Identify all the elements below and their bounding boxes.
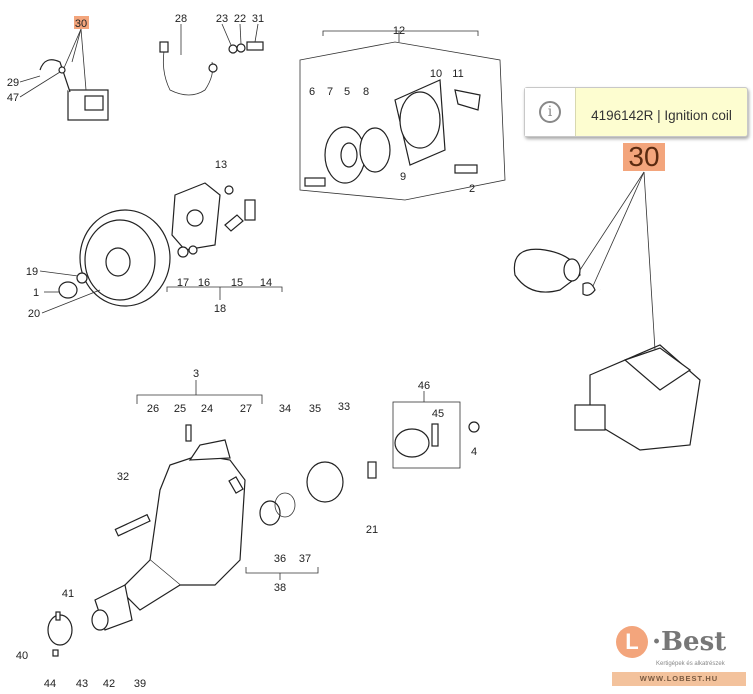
part-30-highlight [74, 16, 89, 29]
part-tooltip: i 4196142R | Ignition coil [524, 87, 748, 137]
label-44[interactable]: 44 [44, 678, 56, 690]
label-34[interactable]: 34 [279, 403, 291, 415]
label-14[interactable]: 14 [260, 277, 272, 289]
label-7[interactable]: 7 [327, 86, 333, 98]
part-labels: 30 29 47 28 23 22 31 12 11 10 6 7 5 8 9 … [7, 13, 477, 690]
label-28[interactable]: 28 [175, 13, 187, 25]
label-6[interactable]: 6 [309, 86, 315, 98]
clutch-group-box [392, 401, 461, 469]
label-31[interactable]: 31 [252, 13, 264, 25]
flywheel[interactable] [58, 209, 171, 307]
label-37[interactable]: 37 [299, 553, 311, 565]
label-43[interactable]: 43 [76, 678, 88, 690]
label-19[interactable]: 19 [26, 266, 38, 278]
logo-url[interactable]: WWW.LOBEST.HU [612, 672, 746, 686]
label-20[interactable]: 20 [28, 308, 40, 320]
crankcase[interactable] [114, 421, 480, 611]
selected-part-number: 30 [623, 143, 665, 171]
label-35[interactable]: 35 [309, 403, 321, 415]
logo-name: ·Best [652, 627, 727, 657]
label-33[interactable]: 33 [338, 401, 350, 413]
starter-group-outline [299, 41, 506, 201]
wire-harness[interactable] [162, 44, 214, 96]
logo-mark: L [616, 626, 648, 658]
label-45[interactable]: 45 [432, 408, 444, 420]
label-25[interactable]: 25 [174, 403, 186, 415]
label-47[interactable]: 47 [7, 92, 19, 104]
label-11[interactable]: 11 [452, 68, 463, 80]
label-24[interactable]: 24 [201, 403, 213, 415]
label-5[interactable]: 5 [344, 86, 350, 98]
label-12[interactable]: 12 [393, 25, 405, 37]
label-30[interactable]: 30 [75, 18, 87, 30]
label-21[interactable]: 21 [366, 524, 378, 536]
label-46[interactable]: 46 [418, 380, 430, 392]
ignition-coil-large[interactable] [513, 248, 701, 451]
label-26[interactable]: 26 [147, 403, 159, 415]
label-16[interactable]: 16 [198, 277, 210, 289]
ignition-coil-small[interactable] [39, 59, 109, 121]
label-4[interactable]: 4 [471, 446, 477, 458]
label-40[interactable]: 40 [16, 650, 28, 662]
label-15[interactable]: 15 [231, 277, 243, 289]
ignition-module[interactable] [171, 182, 256, 258]
label-27[interactable]: 27 [240, 403, 252, 415]
label-1[interactable]: 1 [33, 287, 39, 299]
label-2[interactable]: 2 [469, 183, 475, 195]
label-32[interactable]: 32 [117, 471, 129, 483]
starter-pulley[interactable] [304, 79, 481, 187]
label-38[interactable]: 38 [274, 582, 286, 594]
label-42[interactable]: 42 [103, 678, 115, 690]
lobest-logo: L ·Best Kertigépek és alkatrészek WWW.LO… [612, 626, 746, 690]
label-10[interactable]: 10 [430, 68, 442, 80]
label-36[interactable]: 36 [274, 553, 286, 565]
label-41[interactable]: 41 [62, 588, 74, 600]
label-39[interactable]: 39 [134, 678, 146, 690]
label-18[interactable]: 18 [214, 303, 226, 315]
label-8[interactable]: 8 [363, 86, 369, 98]
clutch[interactable] [394, 423, 439, 458]
label-29[interactable]: 29 [7, 77, 19, 89]
info-icon: i [525, 88, 576, 136]
label-3[interactable]: 3 [193, 368, 199, 380]
logo-subtitle: Kertigépek és alkatrészek [656, 661, 725, 667]
label-17[interactable]: 17 [177, 277, 189, 289]
label-13[interactable]: 13 [215, 159, 227, 171]
label-23[interactable]: 23 [216, 13, 228, 25]
tooltip-text: 4196142R | Ignition coil [591, 107, 732, 123]
label-22[interactable]: 22 [234, 13, 246, 25]
drive-shaft-assembly[interactable] [47, 584, 133, 657]
label-9[interactable]: 9 [400, 171, 406, 183]
